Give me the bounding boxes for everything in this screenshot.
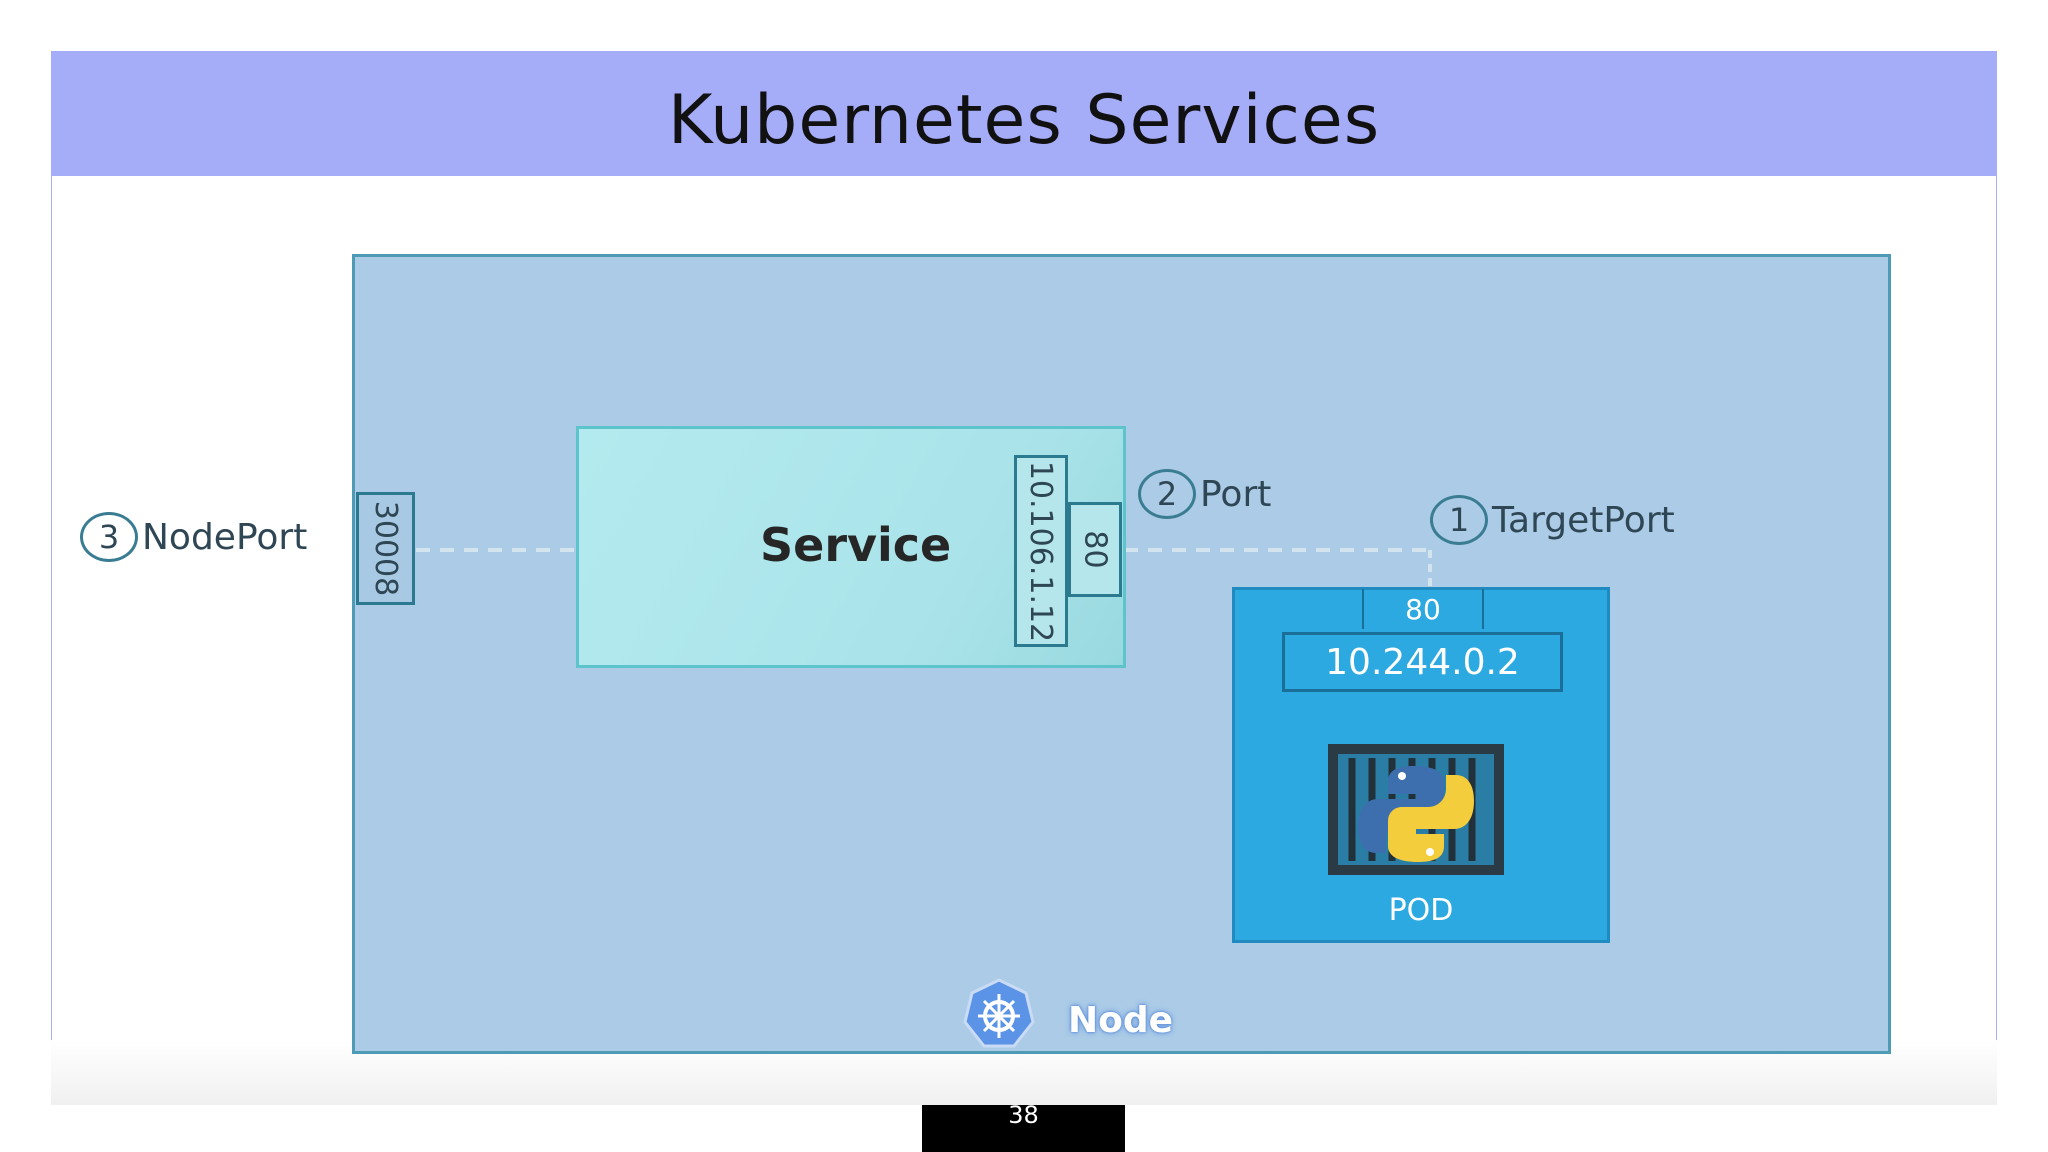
service-port-box: 80 bbox=[1068, 502, 1122, 597]
callout-targetport-label: TargetPort bbox=[1492, 499, 1675, 541]
slide-frame bbox=[51, 51, 1997, 1105]
page-number: 38 bbox=[922, 1103, 1125, 1152]
callout-number-2: 2 bbox=[1138, 469, 1196, 519]
python-container-icon bbox=[1328, 744, 1504, 875]
callout-targetport: 1 TargetPort bbox=[1430, 495, 1675, 545]
node-port: 30008 bbox=[368, 500, 403, 597]
pod-ip: 10.244.0.2 bbox=[1282, 632, 1563, 692]
callout-nodeport: 3 NodePort bbox=[80, 512, 307, 562]
slide-title: Kubernetes Services bbox=[667, 81, 1381, 160]
service-port: 80 bbox=[1077, 530, 1113, 569]
callout-port: 2 Port bbox=[1138, 469, 1271, 519]
service-ip-box: 10.106.1.12 bbox=[1014, 455, 1068, 647]
callout-number-1: 1 bbox=[1430, 495, 1488, 545]
service-label: Service bbox=[760, 518, 952, 572]
callout-number-3: 3 bbox=[80, 512, 138, 562]
callout-nodeport-label: NodePort bbox=[142, 516, 308, 558]
node-label: Node bbox=[1068, 1000, 1174, 1041]
pod-label: POD bbox=[1388, 893, 1454, 928]
pod-port: 80 bbox=[1362, 589, 1484, 629]
node-port-box: 30008 bbox=[356, 492, 415, 605]
callout-port-label: Port bbox=[1200, 473, 1272, 515]
service-ip: 10.106.1.12 bbox=[1023, 460, 1059, 642]
kubernetes-helm-icon bbox=[963, 978, 1035, 1048]
title-bar: Kubernetes Services bbox=[51, 51, 1997, 176]
